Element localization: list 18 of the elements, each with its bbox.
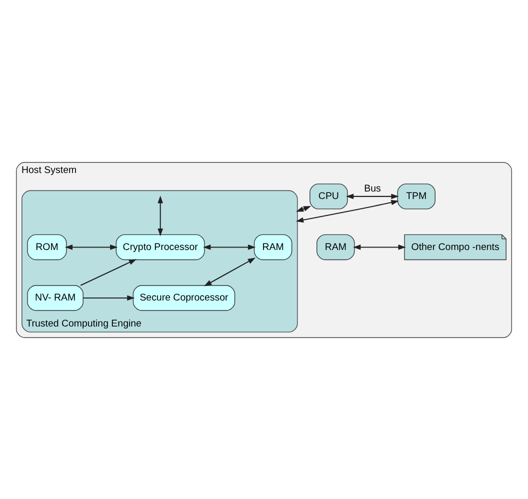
arrow: [353, 244, 406, 250]
arrow: [83, 294, 135, 300]
arrow: [346, 193, 399, 199]
arrow: [158, 195, 164, 236]
node-box: TPM: [397, 183, 436, 209]
node-box: Crypto Processor: [116, 234, 205, 260]
arrow: [64, 244, 118, 250]
node-box: Secure Coprocessor: [132, 284, 236, 310]
node-box: ROM: [27, 234, 67, 260]
arrow: [203, 244, 256, 250]
arrow: [80, 258, 137, 286]
node-box: RAM: [254, 234, 292, 260]
edge-label: Bus: [364, 183, 381, 194]
node-box: CPU: [310, 183, 348, 209]
node-box: RAM: [316, 234, 355, 260]
node-box: NV- RAM: [27, 284, 84, 310]
arrow: [204, 257, 256, 286]
arrow: [296, 199, 399, 222]
